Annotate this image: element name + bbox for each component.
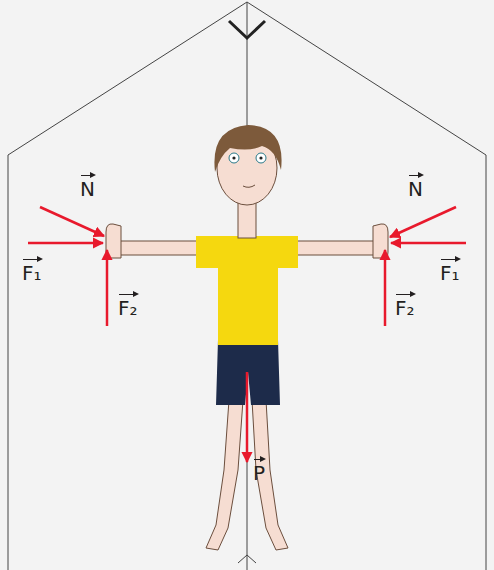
force-arrows — [28, 207, 466, 462]
normal-force-label: N — [408, 172, 423, 200]
boy-figure — [106, 125, 388, 550]
wall-corner — [8, 2, 486, 570]
force-label: F₁ — [22, 256, 42, 284]
force-label: F₂ — [118, 291, 138, 319]
corner-mark — [229, 21, 265, 38]
force-label: F₁ — [440, 256, 460, 284]
normal-force-label: N — [80, 172, 95, 200]
weight-label: P — [253, 456, 265, 484]
force-label: F₂ — [395, 291, 415, 319]
